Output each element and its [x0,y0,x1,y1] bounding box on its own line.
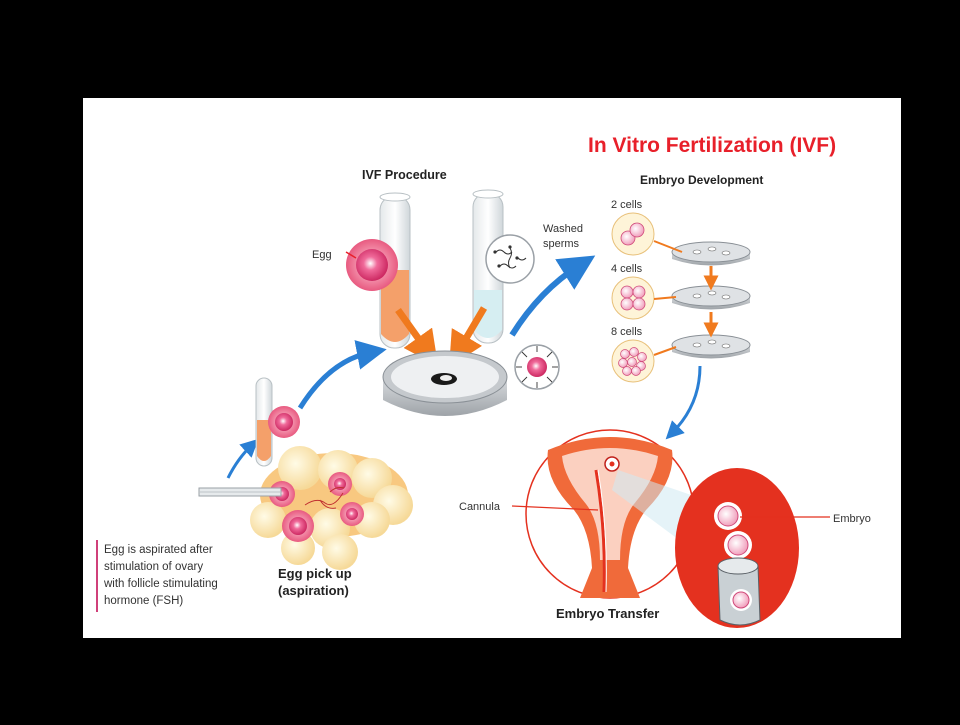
four-cells-label: 4 cells [611,263,643,275]
dish-to-development-arrow [509,255,596,337]
embryo-development-heading: Embryo Development [640,173,763,187]
egg-pickup-label: Egg pick up [278,566,352,581]
aspiration-label: (aspiration) [278,583,349,598]
washed-label-line2: sperms [543,238,580,250]
embryo-label: Embryo [833,513,871,525]
cannula-label: Cannula [459,501,501,513]
connector-4cells [653,296,677,300]
washed-label-line1: Washed [543,223,583,235]
connector-8cells [653,346,677,356]
ovary-icon [250,446,413,570]
follicle-to-tube-arrow [226,438,259,479]
aspiration-needle [198,487,282,497]
caption-line-2: stimulation of ovary [104,561,203,573]
embryo-zoom-icon [675,468,799,628]
egg-cell-icon [345,239,398,291]
fertilized-egg-icon [514,344,560,390]
caption-line-4: hormone (FSH) [104,595,183,607]
sperm-to-dish-arrow [449,306,488,368]
aspiration-test-tube [255,377,273,467]
aspirated-egg-icon [268,406,300,438]
diagram-title: In Vitro Fertilization (IVF) [588,134,836,157]
culture-dish-3 [671,334,751,359]
two-cells-label: 2 cells [611,199,643,211]
culture-dish-1 [671,241,751,266]
washed-sperms-icon [485,234,535,284]
petri-dish-icon [382,350,508,416]
caption-line-3: with follicle stimulating [103,578,218,590]
embryo-transfer-label: Embryo Transfer [556,606,659,621]
eight-cells-label: 8 cells [611,326,643,338]
uterus-illustration [525,429,695,599]
ivf-procedure-heading: IVF Procedure [362,168,447,182]
four-cell-embryo-icon [611,276,655,320]
egg-label: Egg [312,249,332,261]
aspiration-to-dish-arrow [297,340,387,410]
caption-line-1: Egg is aspirated after [104,544,213,556]
eight-cell-embryo-icon [611,339,655,383]
egg-to-dish-arrow [395,307,439,367]
development-to-transfer-arrow [665,365,702,440]
culture-dish-2 [671,285,751,310]
two-cell-embryo-icon [611,212,655,256]
connector-2cells [653,240,683,253]
caption-bar [96,540,98,612]
cannula-pointer [511,505,599,511]
